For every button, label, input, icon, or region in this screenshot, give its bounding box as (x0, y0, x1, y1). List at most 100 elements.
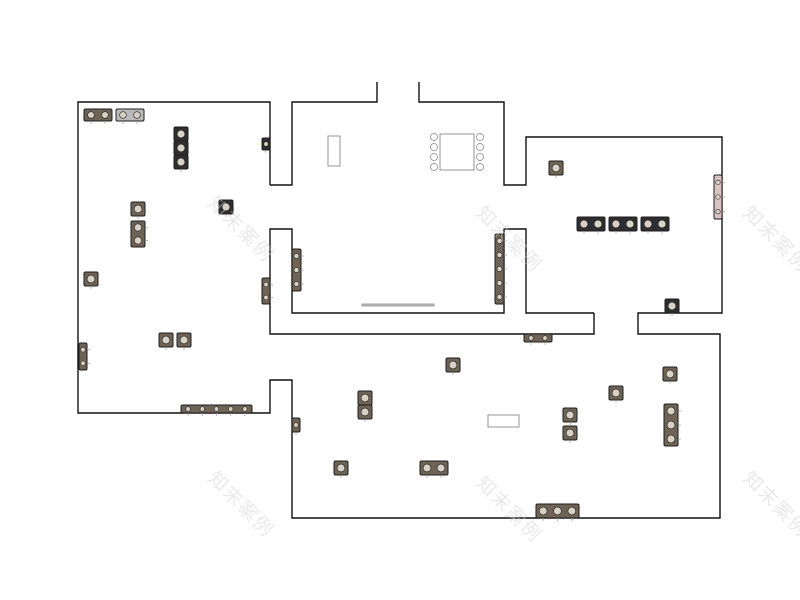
device-symbol (360, 407, 370, 417)
electrical-device (535, 503, 580, 521)
device-symbol (538, 506, 548, 516)
walls (77, 82, 723, 519)
device-symbol (293, 281, 300, 287)
electrical-device (357, 404, 373, 422)
device-symbol (87, 111, 95, 119)
chair (430, 153, 438, 161)
device-symbol (293, 253, 300, 259)
device-symbol (133, 111, 141, 119)
device-symbol (448, 360, 458, 370)
device-symbol (496, 294, 503, 300)
counter-line (361, 303, 435, 307)
device-symbol (179, 335, 189, 345)
device-symbol (176, 129, 186, 139)
wall-north-entry (270, 82, 378, 186)
device-symbol (666, 434, 676, 444)
chair (430, 143, 438, 151)
electrical-device (333, 460, 349, 478)
device-symbol (263, 294, 269, 301)
device-symbol (611, 388, 621, 398)
device-symbol (715, 194, 721, 200)
electrical-device (218, 199, 234, 217)
electrical-device (523, 333, 553, 345)
electrical-device (494, 233, 507, 305)
chair (430, 163, 438, 171)
device-symbol (593, 219, 603, 229)
device-symbol (496, 280, 503, 286)
electrical-device (562, 425, 578, 443)
wall-inner-block (269, 228, 595, 335)
electrical-device (445, 357, 461, 375)
device-symbol (176, 157, 186, 167)
device-symbol (199, 406, 205, 412)
device-symbol (665, 369, 675, 379)
device-symbol (119, 111, 127, 119)
device-symbol (496, 252, 503, 258)
device-symbol (496, 238, 503, 244)
electrical-device (261, 137, 271, 153)
device-symbol (101, 111, 109, 119)
electrical-device (115, 108, 145, 124)
device-body (78, 342, 88, 371)
device-symbol (80, 347, 86, 353)
electrical-device (130, 220, 148, 248)
electrical-device (173, 154, 189, 172)
electrical-device (419, 460, 449, 478)
electrical-device (562, 407, 578, 425)
device-symbol (185, 406, 191, 412)
device-symbol (242, 406, 248, 412)
wall-west-room (77, 82, 723, 519)
device-symbol (293, 267, 300, 273)
device-symbol (666, 406, 676, 416)
electrical-device (713, 174, 725, 220)
electrical-device (176, 332, 192, 350)
device-symbol (176, 143, 186, 153)
wall-cabinet (327, 135, 341, 167)
electrical-device (576, 216, 606, 234)
dining-table (439, 133, 475, 171)
electrical-device (663, 403, 681, 447)
electrical-device (158, 332, 174, 350)
electrical-device (357, 390, 373, 408)
device-symbol (228, 406, 234, 412)
device-symbol (643, 219, 653, 229)
device-body (523, 333, 553, 343)
chair (476, 163, 484, 171)
coffee-table (487, 414, 520, 428)
electrical-device (78, 342, 90, 371)
device-symbol (611, 219, 621, 229)
chair (476, 133, 484, 141)
device-symbol (422, 463, 432, 473)
electrical-device (608, 385, 624, 403)
electrical-device (130, 201, 146, 219)
electrical-device (548, 160, 564, 178)
device-symbol (436, 463, 446, 473)
device-symbol (263, 281, 269, 288)
electrical-device (173, 126, 189, 144)
electrical-device (608, 216, 638, 234)
device-symbol (134, 223, 142, 232)
device-symbol (360, 393, 370, 403)
device-body (261, 277, 271, 305)
fixtures (327, 133, 520, 428)
electrical-device (83, 108, 113, 124)
device-symbol (213, 406, 220, 412)
device-symbol (336, 463, 346, 473)
electrical-device (180, 404, 253, 416)
device-symbol (579, 219, 589, 229)
device-symbol (528, 335, 534, 341)
chair (430, 133, 438, 141)
device-symbol (86, 274, 96, 284)
device-symbol (565, 410, 575, 420)
device-symbol (134, 236, 142, 245)
device-symbol (657, 219, 667, 229)
device-symbol (80, 360, 86, 366)
device-symbol (263, 141, 269, 147)
device-symbol (715, 179, 721, 185)
device-symbol (293, 422, 299, 428)
electrical-devices (78, 108, 725, 521)
device-symbol (667, 301, 677, 311)
device-symbol (625, 219, 635, 229)
device-symbol (666, 420, 676, 430)
